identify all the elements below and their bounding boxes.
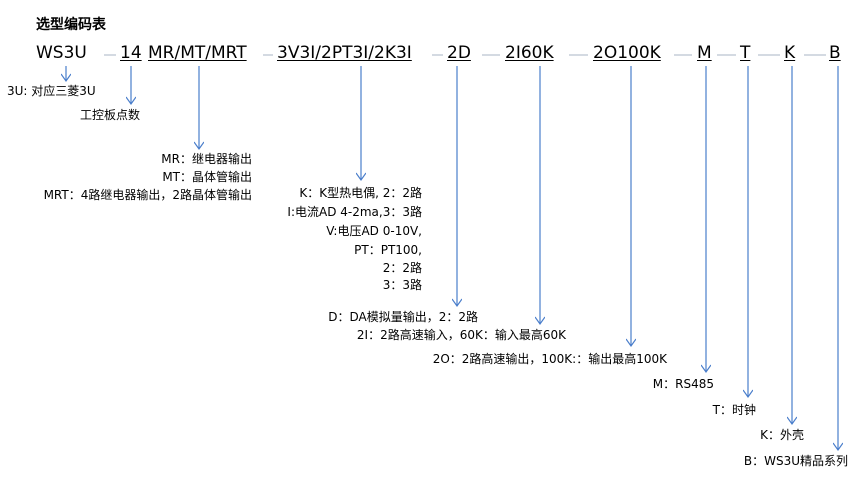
code-shell: K — [784, 43, 796, 63]
code-points: 14 — [120, 43, 142, 63]
code-analog-out: 2D — [447, 43, 471, 63]
desc-points: 工控板点数 — [80, 108, 141, 122]
desc-hs-in: 2I：2路高速输入，60K：输入最高60K — [356, 328, 566, 342]
desc-analog-out: D：DA模拟量输出，2：2路 — [328, 310, 478, 324]
desc-analog-in-4: PT：PT100, — [354, 243, 422, 257]
desc-hs-out: 2O：2路高速输出，100K:：输出最高100K — [432, 352, 667, 366]
code-clock: T — [740, 43, 751, 63]
code-comm: M — [697, 43, 712, 63]
desc-analog-in-1: K：K型热电偶, 2：2路 — [299, 186, 422, 200]
code-series: WS3U — [36, 43, 87, 63]
desc-comm: M：RS485 — [652, 377, 714, 391]
diagram-title: 选型编码表 — [36, 17, 106, 33]
desc-analog-in-6: 3：3路 — [382, 278, 422, 292]
code-analog-in: 3V3I/2PT3I/2K3I — [277, 43, 412, 63]
arrows — [66, 66, 838, 450]
desc-model: 3U: 对应三菱3U — [7, 84, 96, 98]
code-edition: B — [829, 43, 841, 63]
desc-shell: K：外壳 — [760, 428, 804, 442]
desc-analog-in-5: 2：2路 — [382, 261, 422, 275]
desc-edition: B：WS3U精品系列 — [743, 454, 848, 468]
desc-analog-in-2: I:电流AD 4-2ma,3：3路 — [287, 205, 422, 219]
desc-analog-in-3: V:电压AD 0-10V, — [326, 224, 422, 238]
desc-output-3: MRT：4路继电器输出，2路晶体管输出 — [43, 188, 252, 202]
code-output: MR/MT/MRT — [148, 43, 247, 63]
code-hs-out: 2O100K — [593, 43, 661, 63]
code-hs-in: 2I60K — [505, 43, 554, 63]
desc-clock: T：时钟 — [712, 403, 756, 417]
desc-output-2: MT：晶体管输出 — [162, 170, 252, 184]
desc-output-1: MR：继电器输出 — [161, 152, 252, 166]
